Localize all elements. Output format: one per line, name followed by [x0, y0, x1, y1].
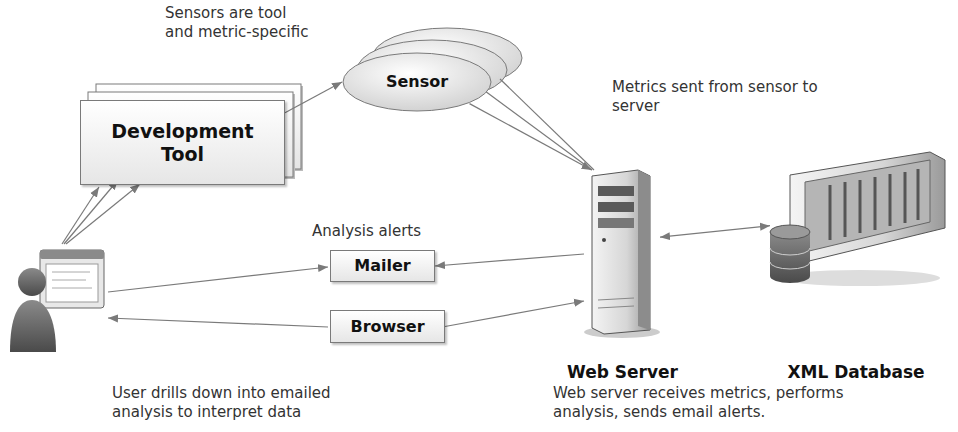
note-label: User drills down into emailed analysis t… [112, 384, 384, 422]
note-label: Analysis alerts [312, 222, 512, 241]
database-node: XML Database [758, 148, 954, 382]
connector-arrow [470, 104, 592, 170]
connector-arrow [435, 254, 584, 266]
node-label: XML Database [787, 362, 924, 382]
sensor-ellipse: Sensor [342, 52, 492, 112]
mailer-box: Mailer [330, 250, 435, 282]
note-label: Sensors are tool and metric-specific [165, 4, 317, 42]
node-label: Mailer [354, 256, 410, 275]
user-arrows [62, 180, 328, 327]
browser-box: Browser [330, 310, 445, 343]
node-label: Sensor [386, 72, 448, 91]
note-label: Metrics sent from sensor to server [612, 78, 827, 116]
note-label: Web server receives metrics, performs an… [553, 384, 898, 422]
node-label: Browser [350, 317, 424, 336]
user-icon [8, 250, 104, 354]
connector-arrow [660, 226, 770, 238]
connector-arrow [285, 82, 342, 113]
database-icon [770, 152, 945, 286]
node-label: Development Tool [108, 120, 258, 166]
server-icon [584, 170, 660, 338]
node-label: Web Server [567, 362, 678, 382]
server-node: Web Server [560, 168, 685, 382]
connector-arrow [445, 301, 584, 327]
tool-box: Development Tool [80, 100, 285, 185]
